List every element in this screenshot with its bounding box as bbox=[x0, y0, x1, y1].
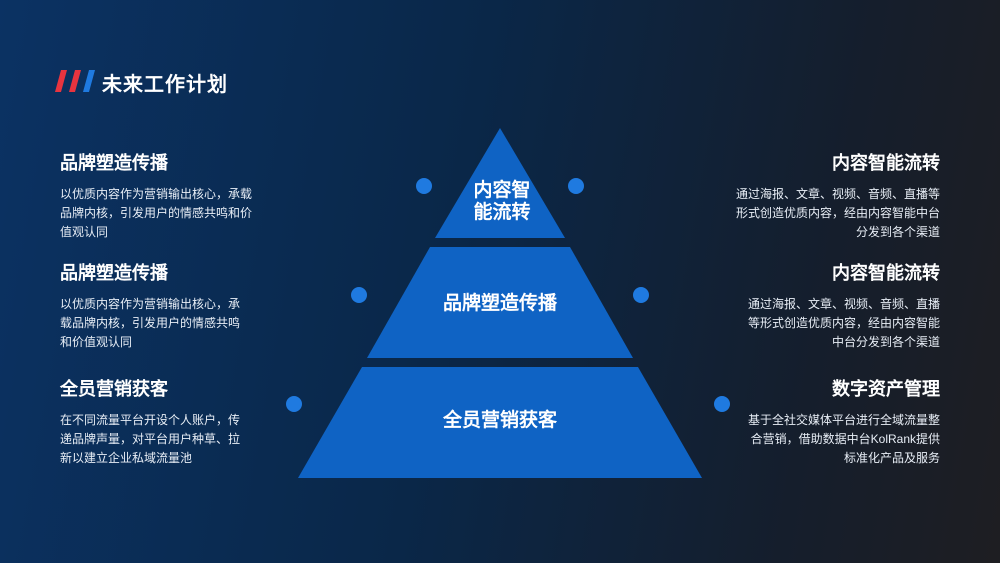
desc-line: 通过海报、文章、视频、音频、直播 bbox=[747, 297, 940, 311]
slash-decoration-icon bbox=[55, 70, 95, 92]
desc-line: 合营销，借助数据中台KolRank提供 bbox=[750, 432, 940, 446]
pyramid-label-middle: 品牌塑造传播 bbox=[442, 293, 557, 314]
desc-line: 通过海报、文章、视频、音频、直播等 bbox=[735, 187, 940, 201]
left-block-3: 全员营销获客 在不同流量平台开设个人账户，传 递品牌声量，对平台用户种草、拉 新… bbox=[60, 375, 270, 468]
left-block-2: 品牌塑造传播 以优质内容作为营销输出核心，承 载品牌内核，引发用户的情感共鸣 和… bbox=[60, 259, 270, 352]
right-block-title: 数字资产管理 bbox=[832, 379, 940, 399]
right-block-title: 内容智能流转 bbox=[832, 153, 940, 173]
left-block-title: 品牌塑造传播 bbox=[60, 153, 168, 173]
desc-line: 中台分发到各个渠道 bbox=[831, 335, 940, 349]
desc-line: 基于全社交媒体平台进行全域流量整 bbox=[747, 413, 940, 427]
desc-line: 新以建立企业私域流量池 bbox=[60, 451, 193, 465]
pyramid-label-top: 内容智能流转 bbox=[473, 180, 531, 223]
pyramid-label-bottom: 全员营销获客 bbox=[442, 410, 557, 431]
left-block-title: 品牌塑造传播 bbox=[60, 263, 168, 283]
desc-line: 品牌内核，引发用户的情感共鸣和价 bbox=[60, 206, 253, 220]
connector-dot-left-1 bbox=[416, 178, 432, 194]
desc-line: 递品牌声量，对平台用户种草、拉 bbox=[60, 432, 241, 446]
desc-line: 在不同流量平台开设个人账户，传 bbox=[60, 413, 241, 427]
pyramid-tier-bottom bbox=[298, 367, 702, 478]
desc-line: 载品牌内核，引发用户的情感共鸣 bbox=[60, 316, 241, 330]
left-block-1: 品牌塑造传播 以优质内容作为营销输出核心，承载 品牌内核，引发用户的情感共鸣和价… bbox=[60, 149, 270, 242]
left-block-desc: 在不同流量平台开设个人账户，传 递品牌声量，对平台用户种草、拉 新以建立企业私域… bbox=[60, 411, 270, 468]
right-block-2: 内容智能流转 通过海报、文章、视频、音频、直播 等形式创造优质内容，经由内容智能… bbox=[720, 259, 940, 352]
desc-line: 值观认同 bbox=[60, 225, 109, 239]
page-title: 未来工作计划 bbox=[102, 74, 228, 96]
left-block-title: 全员营销获客 bbox=[60, 379, 168, 399]
left-block-desc: 以优质内容作为营销输出核心，承载 品牌内核，引发用户的情感共鸣和价 值观认同 bbox=[60, 185, 270, 242]
connector-dot-right-3 bbox=[714, 396, 730, 412]
right-block-1: 内容智能流转 通过海报、文章、视频、音频、直播等 形式创造优质内容，经由内容智能… bbox=[720, 149, 940, 242]
right-block-3: 数字资产管理 基于全社交媒体平台进行全域流量整 合营销，借助数据中台KolRan… bbox=[720, 375, 940, 468]
desc-line: 以优质内容作为营销输出核心，承 bbox=[60, 297, 241, 311]
desc-line: 以优质内容作为营销输出核心，承载 bbox=[60, 187, 253, 201]
right-block-desc: 基于全社交媒体平台进行全域流量整 合营销，借助数据中台KolRank提供 标准化… bbox=[720, 411, 940, 468]
desc-line: 和价值观认同 bbox=[60, 335, 133, 349]
right-block-desc: 通过海报、文章、视频、音频、直播等 形式创造优质内容，经由内容智能中台 分发到各… bbox=[720, 185, 940, 242]
connector-dot-left-2 bbox=[351, 287, 367, 303]
left-block-desc: 以优质内容作为营销输出核心，承 载品牌内核，引发用户的情感共鸣 和价值观认同 bbox=[60, 295, 270, 352]
connector-dot-left-3 bbox=[286, 396, 302, 412]
desc-line: 分发到各个渠道 bbox=[855, 225, 940, 239]
connector-dot-right-2 bbox=[633, 287, 649, 303]
right-block-desc: 通过海报、文章、视频、音频、直播 等形式创造优质内容，经由内容智能 中台分发到各… bbox=[720, 295, 940, 352]
right-block-title: 内容智能流转 bbox=[832, 263, 940, 283]
pyramid-tier-top bbox=[435, 128, 565, 238]
pyramid-tier-middle bbox=[367, 247, 633, 358]
desc-line: 等形式创造优质内容，经由内容智能 bbox=[747, 316, 940, 330]
desc-line: 标准化产品及服务 bbox=[843, 451, 940, 465]
connector-dot-right-1 bbox=[568, 178, 584, 194]
desc-line: 形式创造优质内容，经由内容智能中台 bbox=[735, 206, 940, 220]
